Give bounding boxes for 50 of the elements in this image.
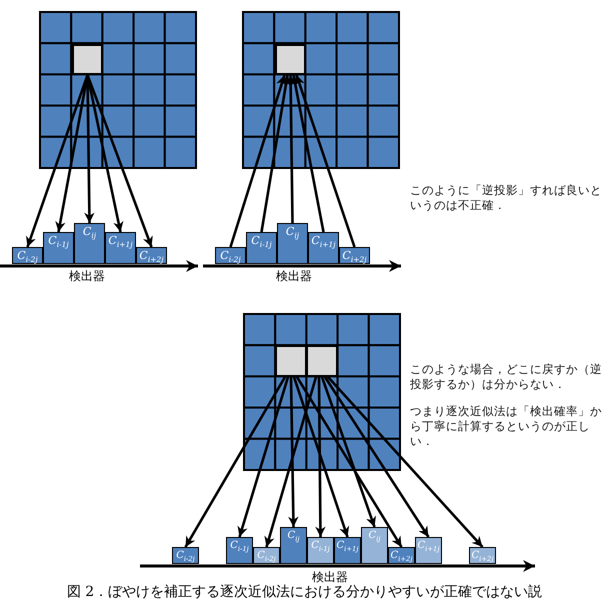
arrow: [288, 376, 299, 528]
arrow: [285, 74, 296, 224]
arrow: [324, 376, 430, 538]
figure-caption: 図 2．ぼやけを補正する逐次近似法における分かりやすいが正確ではない説: [66, 583, 544, 601]
arrow: [184, 376, 286, 548]
arrow: [315, 376, 326, 538]
arrow: [320, 376, 376, 528]
arrow: [264, 376, 318, 548]
arrow: [229, 74, 286, 248]
arrow: [238, 376, 290, 538]
arrow: [292, 376, 350, 538]
arrow: [294, 74, 356, 248]
detector-bar: C$_{i+1j}$: [415, 537, 442, 564]
pixel-cell: [72, 44, 103, 75]
detector-bar: C$_{i+2j}$: [136, 247, 167, 264]
detector-bar: C$_{i+1j}$: [105, 232, 136, 264]
arrow: [296, 376, 403, 548]
detector-bar: C$_{ij}$: [361, 527, 388, 564]
arrow: [260, 74, 291, 232]
pixel-cell: [306, 345, 338, 377]
detector-bar: C$_{i-1j}$: [246, 232, 277, 264]
note-text: つまり逐次近似法は「検出確率」から丁寧に計算するというのが正しい．: [410, 404, 603, 449]
detector-bar: C$_{i+2j}$: [339, 247, 370, 264]
detector-bar: C$_{i-2j}$: [215, 247, 246, 264]
detector-bar: C$_{i+2j}$: [388, 547, 415, 564]
arrow: [327, 376, 484, 548]
detector-bar: C$_{i+2j}$: [469, 547, 496, 564]
detector-bar: C$_{i-1j}$: [307, 537, 334, 564]
note-text: このように「逆投影」すれば良いというのは不正確．: [410, 183, 603, 213]
detector-bar: C$_{ij}$: [277, 223, 308, 264]
arrow: [26, 74, 89, 248]
detector-bar: C$_{i-1j}$: [226, 537, 253, 564]
detector-bar: C$_{ij}$: [280, 527, 307, 564]
detector-bar: C$_{i-2j}$: [12, 247, 43, 264]
detector-bar: C$_{i-2j}$: [253, 547, 280, 564]
detector-bar: C$_{ij}$: [74, 223, 105, 264]
note-text: このような場合，どこに戻すか（逆投影するか）は分からない．: [410, 362, 603, 392]
pixel-cell: [275, 44, 306, 75]
axis-label: 検出器: [276, 268, 312, 285]
detector-bar: C$_{i-1j}$: [43, 232, 74, 264]
detector-bar: C$_{i+1j}$: [334, 537, 361, 564]
arrow: [290, 74, 325, 232]
arrow: [86, 74, 124, 232]
arrow: [86, 74, 153, 248]
detector-bar: C$_{i+1j}$: [308, 232, 339, 264]
arrow: [55, 74, 89, 232]
detector-bar: C$_{i-2j}$: [172, 547, 199, 564]
pixel-cell: [275, 345, 307, 377]
axis-label: 検出器: [312, 569, 348, 584]
axis-label: 検出器: [69, 268, 105, 285]
